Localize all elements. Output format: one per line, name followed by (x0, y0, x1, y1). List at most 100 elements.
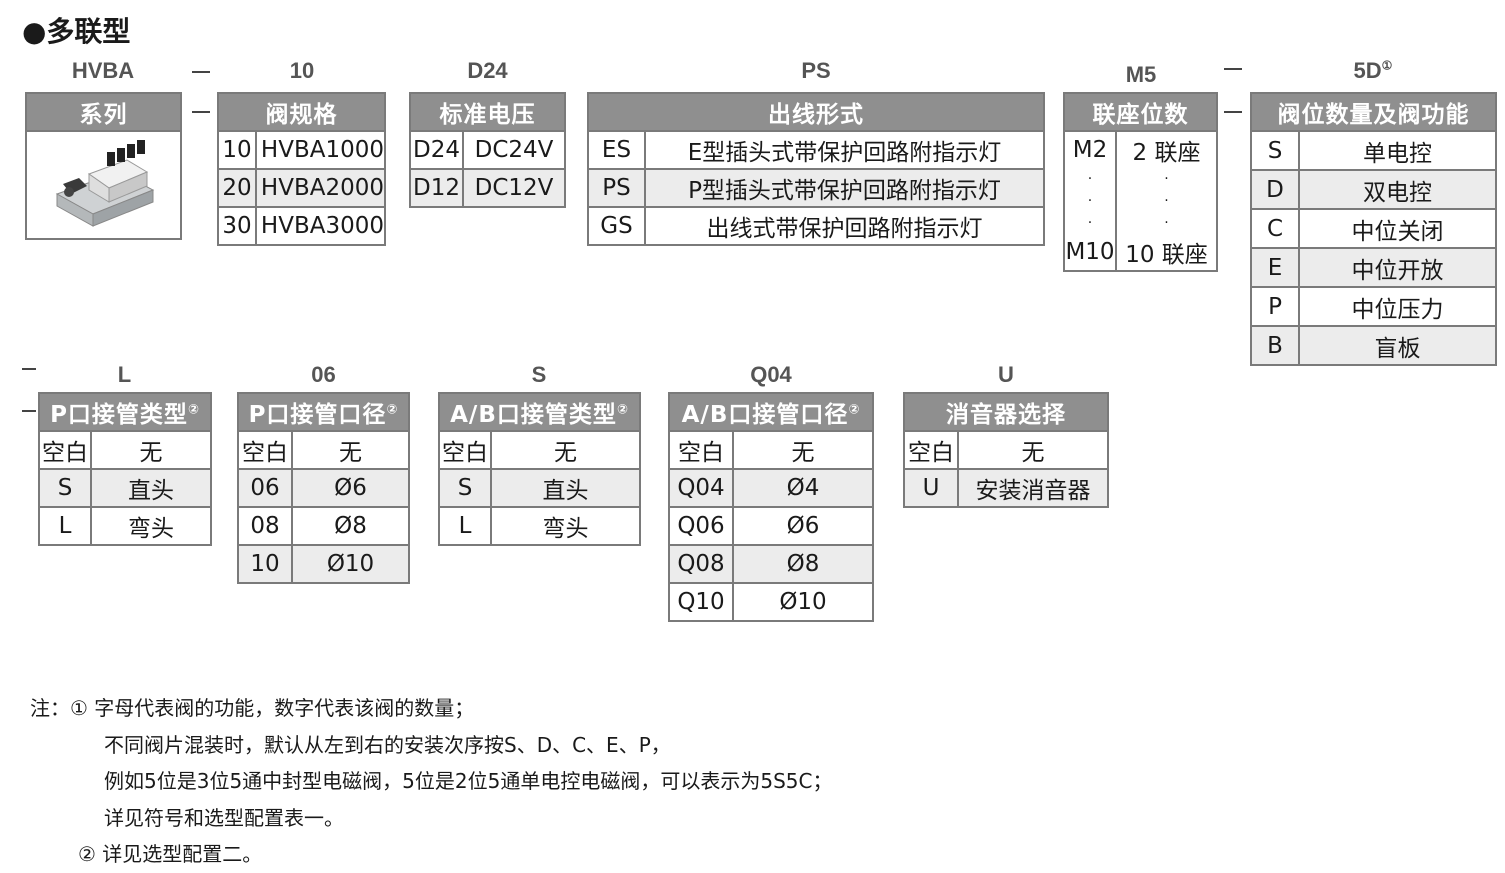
wiring-desc: 出线式带保护回路附指示灯 (644, 206, 1045, 246)
valve-function: 单电控 (1298, 130, 1497, 171)
p-dia-code: 空白 (237, 430, 293, 470)
series-table: 系列 (25, 92, 182, 240)
ab-type-code: L (438, 506, 492, 546)
stations-dot: · (1115, 168, 1218, 190)
code-p-dia: 06 (311, 362, 336, 387)
stations-value: 2 联座 (1115, 130, 1218, 168)
size-code: 10 (217, 130, 257, 170)
p-dia-code: 08 (237, 506, 293, 546)
stations-header: 联座位数 (1063, 92, 1218, 132)
note-line: 注：① 字母代表阀的功能，数字代表该阀的数量； (30, 696, 475, 720)
dash (22, 410, 36, 412)
silencer-code: 空白 (903, 430, 959, 470)
silencer-value: 无 (957, 430, 1109, 470)
note-line: 例如5位是3位5通中封型电磁阀，5位是2位5通单电控电磁阀，可以表示为5S5C； (104, 769, 833, 793)
stations-dot: · (1063, 212, 1117, 234)
ab-type-value: 直头 (490, 468, 641, 508)
p-type-value: 无 (90, 430, 212, 470)
dash (1224, 111, 1242, 113)
product-image (25, 130, 182, 240)
p-type-header: P口接管类型② (38, 392, 212, 432)
p-type-value: 弯头 (90, 506, 212, 546)
size-model: HVBA3000 (254, 206, 387, 246)
p-dia-value: Ø6 (291, 468, 410, 508)
ab-dia-code: Q10 (668, 582, 734, 622)
valve-function: 中位开放 (1298, 247, 1497, 288)
ab-type-header: A/B口接管类型② (438, 392, 641, 432)
dash (22, 368, 36, 370)
ab-dia-value: Ø4 (732, 468, 874, 508)
series-header: 系列 (25, 92, 182, 132)
valve-function: 盲板 (1298, 325, 1497, 366)
ab-dia-code: Q08 (668, 544, 734, 584)
note-line: ② 详见选型配置二。 (78, 842, 263, 866)
ab-dia-value: Ø8 (732, 544, 874, 584)
code-ab-dia: Q04 (750, 362, 792, 387)
wiring-desc: E型插头式带保护回路附指示灯 (644, 130, 1045, 170)
p-type-code: L (38, 506, 92, 546)
code-size: 10 (289, 58, 315, 83)
p-dia-code: 10 (237, 544, 293, 584)
stations-code: M2 (1063, 130, 1117, 168)
p-dia-value: Ø8 (291, 506, 410, 546)
note-line: 详见符号和选型配置表一。 (104, 805, 344, 830)
stations-value: 10 联座 (1115, 234, 1218, 272)
stations-dot: · (1063, 168, 1117, 190)
size-code: 20 (217, 168, 257, 208)
ab-dia-value: Ø6 (732, 506, 874, 546)
valve-code: D (1250, 169, 1300, 210)
ab-dia-code: Q06 (668, 506, 734, 546)
p-type-code: S (38, 468, 92, 508)
p-dia-value: Ø10 (291, 544, 410, 584)
code-series: HVBA (71, 58, 135, 83)
voltage-header: 标准电压 (409, 92, 566, 132)
valve-function: 中位压力 (1298, 286, 1497, 327)
code-wiring: PS (801, 58, 831, 83)
valve-function: 双电控 (1298, 169, 1497, 210)
voltage-code: D24 (409, 130, 464, 170)
stations-dot: · (1063, 190, 1117, 212)
size-model: HVBA2000 (254, 168, 387, 208)
stations-dot: · (1115, 212, 1218, 234)
ab-type-code: 空白 (438, 430, 492, 470)
code-silencer: U (998, 362, 1014, 387)
voltage-value: DC24V (462, 130, 566, 170)
wiring-code: ES (587, 130, 646, 170)
voltage-value: DC12V (462, 168, 566, 208)
size-model: HVBA1000 (254, 130, 387, 170)
code-stations: M5 (1125, 62, 1157, 87)
code-ab-type: S (531, 362, 547, 387)
size-header: 阀规格 (217, 92, 386, 132)
wiring-code: PS (587, 168, 646, 208)
stations-code: M10 (1063, 234, 1117, 272)
voltage-code: D12 (409, 168, 464, 208)
valve-code: S (1250, 130, 1300, 171)
dash (192, 111, 210, 113)
p-dia-header: P口接管口径② (237, 392, 410, 432)
wiring-header: 出线形式 (587, 92, 1045, 132)
code-p-type: L (117, 362, 132, 387)
p-type-code: 空白 (38, 430, 92, 470)
ab-dia-code: Q04 (668, 468, 734, 508)
notes: 注：① 字母代表阀的功能，数字代表该阀的数量； 不同阀片混装时，默认从左到右的安… (30, 690, 832, 873)
size-code: 30 (217, 206, 257, 246)
valve-function: 中位关闭 (1298, 208, 1497, 249)
ab-dia-value: Ø10 (732, 582, 874, 622)
ab-dia-code: 空白 (668, 430, 734, 470)
wiring-desc: P型插头式带保护回路附指示灯 (644, 168, 1045, 208)
silencer-value: 安装消音器 (957, 468, 1109, 508)
ab-dia-header: A/B口接管口径② (668, 392, 874, 432)
note-line: 不同阀片混装时，默认从左到右的安装次序按S、D、C、E、P， (104, 732, 671, 757)
valve-code: B (1250, 325, 1300, 366)
dash (1224, 68, 1242, 70)
ab-type-value: 无 (490, 430, 641, 470)
p-dia-value: 无 (291, 430, 410, 470)
wiring-code: GS (587, 206, 646, 246)
p-dia-code: 06 (237, 468, 293, 508)
